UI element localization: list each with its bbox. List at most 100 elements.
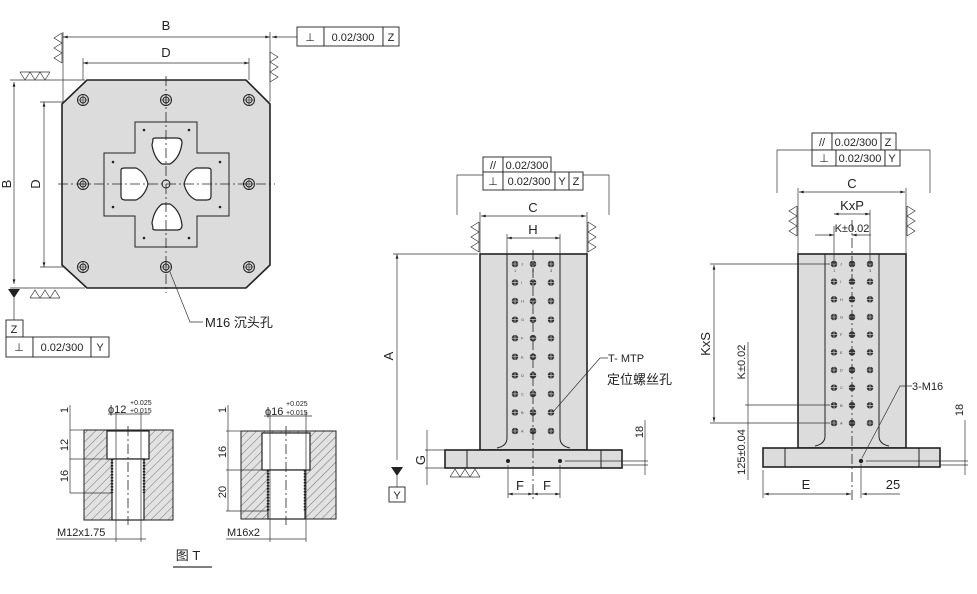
m16-hole: [77, 94, 89, 106]
col-label: 3: [869, 268, 872, 273]
top-view: B D B D ⊥ 0.02/300 Z Z: [0, 18, 400, 358]
locating-hole: [511, 352, 519, 361]
locating-hole: [529, 297, 537, 306]
parallelism-symbol: //: [490, 160, 497, 172]
dim-k-horizontal: K±0.02: [835, 223, 870, 235]
locating-hole: [511, 260, 519, 268]
row-label: A: [521, 429, 524, 434]
tolerance-upper: +0.025: [130, 400, 152, 407]
dim-kxp: KxP: [840, 198, 864, 213]
gdt-frame-front: // 0.02/300 ⊥ 0.02/300 Y Z: [456, 156, 610, 215]
diameter-label: ϕ12: [108, 404, 126, 416]
gdt-frame-top: ⊥ 0.02/300 Z: [296, 26, 400, 47]
row-label: D: [521, 373, 524, 378]
base-flange: [762, 447, 941, 468]
row-label: G: [521, 317, 524, 322]
locating-hole: [511, 334, 519, 343]
support-symbol: [29, 289, 61, 299]
locating-hole: [830, 419, 838, 427]
dim-c: C: [528, 200, 537, 215]
section-view-right: 1 16 20 ϕ16 +0.025 +0.015 M16x2: [217, 401, 337, 542]
column-body: [479, 253, 588, 451]
locating-hole: [866, 330, 874, 339]
locating-hole: [511, 389, 519, 398]
locating-hole: [547, 352, 555, 361]
callout-locating-holes: 定位螺丝孔: [607, 372, 672, 387]
row-label: J: [521, 262, 523, 267]
perpendicularity-symbol: ⊥: [305, 32, 315, 44]
hole-callout: M16 沉头孔: [205, 315, 273, 330]
locating-hole: [830, 330, 838, 339]
locating-hole: [830, 383, 838, 392]
locating-hole: [511, 297, 519, 306]
dim-18: 18: [954, 404, 966, 416]
row-label: I: [521, 280, 522, 285]
locating-hole: [547, 297, 555, 306]
perpendicularity-symbol: ⊥: [819, 153, 829, 165]
col-label: 2: [851, 268, 854, 273]
locating-hole: [547, 315, 555, 324]
base-flange: [444, 449, 623, 469]
dim-c: C: [847, 176, 856, 191]
parallelism-symbol: //: [819, 137, 826, 149]
gdt-datum: Z: [885, 137, 892, 149]
locating-hole: [866, 366, 874, 374]
gdt-value: 0.02/300: [835, 137, 878, 149]
locating-hole: [866, 313, 874, 321]
gdt-datum: Y: [558, 176, 566, 188]
thread-label: M16x2: [227, 527, 260, 539]
row-label: C: [840, 385, 843, 390]
dim-125: 125±0.04: [736, 429, 748, 475]
row-label: J: [840, 262, 842, 267]
locating-hole: [830, 366, 838, 374]
gdt-value: 0.02/300: [508, 176, 551, 188]
row-label: G: [840, 315, 843, 320]
locating-hole: [547, 408, 555, 417]
dim-d-left: D: [28, 179, 43, 188]
locating-hole: [547, 389, 555, 398]
row-label: C: [521, 391, 524, 396]
locating-hole: [830, 348, 838, 357]
locating-hole: [511, 371, 519, 380]
row-label: H: [840, 297, 843, 302]
gdt-datum: Y: [96, 342, 104, 354]
dim-20: 20: [217, 486, 229, 498]
locating-hole: [866, 383, 874, 392]
locating-hole: [547, 427, 555, 435]
dim-e: E: [802, 477, 811, 492]
m16-hole: [77, 261, 89, 273]
gdt-datum: Y: [888, 153, 896, 165]
locating-hole: [866, 401, 874, 410]
figure-caption: 图 T: [176, 548, 201, 563]
locating-hole: [830, 277, 838, 286]
locating-hole: [511, 427, 519, 435]
tolerance-lower: +0.015: [286, 410, 308, 417]
thread-label: M12x1.75: [57, 527, 105, 539]
datum-z-label: Z: [11, 324, 18, 336]
dim-g: G: [413, 455, 428, 465]
perpendicularity-symbol: ⊥: [14, 342, 24, 354]
locating-hole: [511, 315, 519, 324]
dim-f-left: F: [516, 478, 524, 493]
locating-hole: [547, 371, 555, 380]
dim-d-top: D: [161, 45, 170, 60]
gdt-frame-side: // 0.02/300 Z ⊥ 0.02/300 Y: [776, 132, 931, 193]
gdt-datum: Z: [388, 32, 395, 44]
row-label: A: [840, 421, 843, 426]
dim-k-vertical: K±0.02: [736, 345, 748, 380]
dim-1: 1: [59, 407, 71, 413]
locating-hole: [511, 408, 519, 417]
perpendicularity-symbol: ⊥: [488, 176, 498, 188]
dim-b-top: B: [162, 18, 171, 33]
dim-16: 16: [59, 470, 71, 482]
gdt-frame-left: Z ⊥ 0.02/300 Y: [5, 319, 110, 358]
gdt-value: 0.02/300: [839, 153, 882, 165]
dim-1: 1: [217, 407, 229, 413]
diameter-label: ϕ16: [265, 406, 283, 418]
row-label: I: [840, 279, 841, 284]
